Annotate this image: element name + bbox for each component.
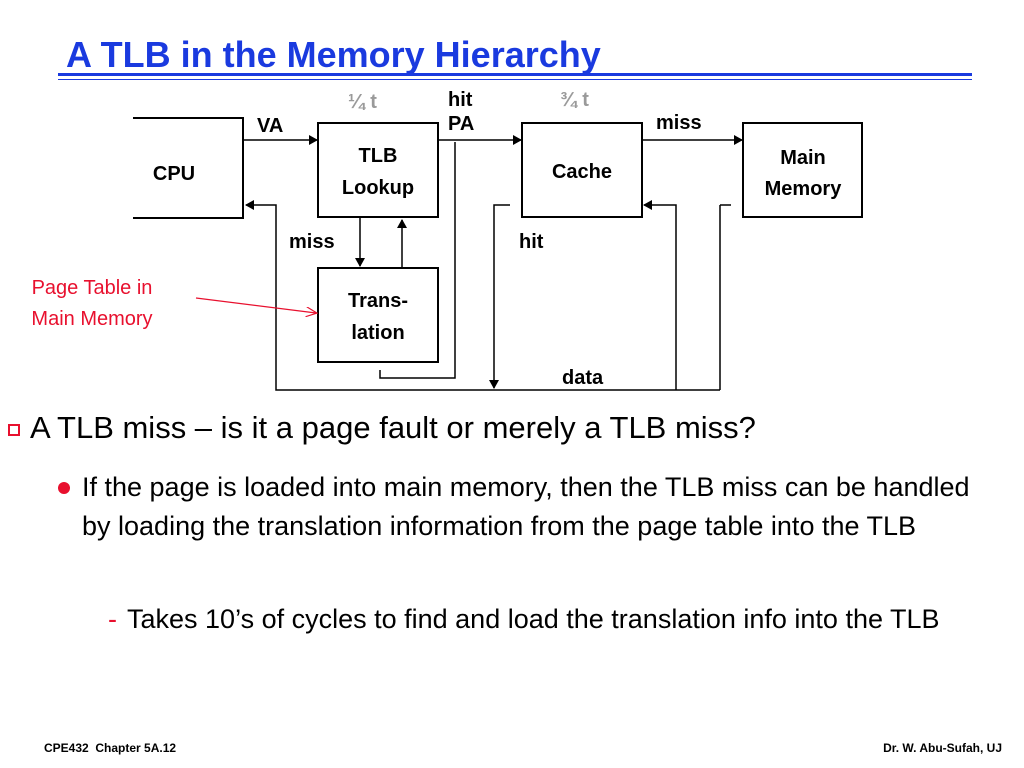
- cache-hit-arrow: [489, 204, 510, 389]
- bullet-level2: If the page is loaded into main memory, …: [82, 472, 970, 541]
- main-memory-label-line2: Memory: [765, 178, 843, 200]
- hit-label-top: hit: [448, 89, 473, 111]
- cpu-box: [133, 117, 244, 219]
- cache-label: Cache: [552, 161, 612, 183]
- title-underline: [58, 73, 972, 76]
- page-table-note-line2: Main Memory: [31, 308, 152, 330]
- miss-label-top: miss: [656, 112, 702, 134]
- data-label: data: [562, 367, 604, 389]
- va-label: VA: [257, 115, 283, 137]
- title-underline-thin: [58, 79, 972, 80]
- tlb-miss-label: miss: [289, 231, 335, 253]
- slide-title: A TLB in the Memory Hierarchy: [66, 34, 601, 75]
- translation-label-line1: Trans-: [348, 290, 408, 312]
- round-bullet-icon: [58, 482, 70, 494]
- data-bus-to-cpu: [245, 200, 720, 391]
- tlb-label-line2: Lookup: [342, 177, 414, 199]
- cpu-label: CPU: [153, 163, 195, 185]
- footer-course: CPE432 Chapter 5A.12: [44, 741, 177, 755]
- memory-to-cache-arrow: [643, 200, 677, 390]
- cache-hit-label: hit: [519, 231, 544, 253]
- cache-box: [521, 122, 643, 218]
- main-memory-label-line1: Main: [780, 147, 826, 169]
- pa-label: PA: [448, 113, 474, 135]
- translation-label-line2: lation: [351, 322, 404, 344]
- page-table-note-line1: Page Table in: [32, 277, 153, 299]
- tlb-label-line1: TLB: [359, 145, 398, 167]
- translation-feedback-line: [379, 142, 456, 379]
- tlb-lookup-box: [317, 122, 439, 218]
- translation-box: [317, 267, 439, 363]
- page-table-pointer: [195, 297, 316, 313]
- footer-author: Dr. W. Abu-Sufah, UJ: [883, 741, 1002, 755]
- tlb-hierarchy-diagram: CPU VA TLB Lookup hit PA Cache miss Main…: [31, 89, 863, 391]
- three-quarter-t-label: ¾ t: [560, 89, 589, 111]
- square-bullet-icon: [8, 424, 20, 436]
- main-memory-box: [742, 122, 863, 218]
- bullet-level1: A TLB miss – is it a page fault or merel…: [30, 410, 756, 445]
- quarter-t-label: ¼ t: [348, 91, 377, 113]
- bullet-level3: Takes 10’s of cycles to find and load th…: [127, 604, 940, 634]
- dash-bullet-icon: -: [108, 604, 117, 634]
